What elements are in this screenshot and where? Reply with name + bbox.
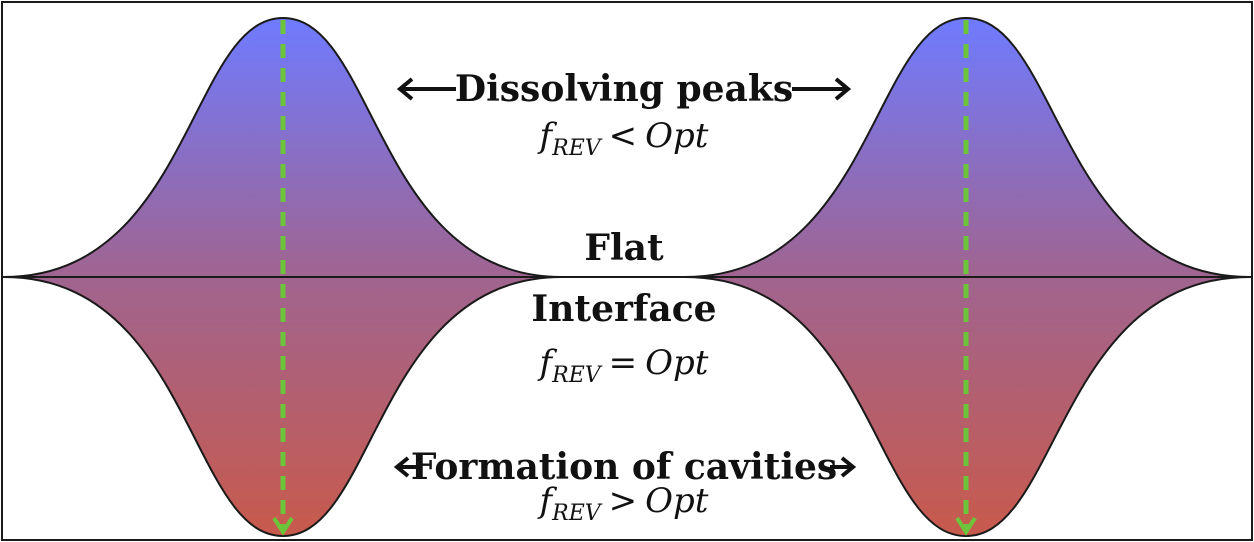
dissolving-peaks-label: Dissolving peaks <box>455 68 793 110</box>
interface-label: Interface <box>531 288 716 330</box>
right-peak-outline <box>684 16 1251 278</box>
left-cavity-outline <box>3 276 563 538</box>
right-axis-arrowhead <box>955 516 977 536</box>
dissolving-right-arrow <box>792 77 852 101</box>
cavities-right-arrow <box>830 456 857 478</box>
formation-of-cavities-label: Formation of cavities <box>411 446 837 488</box>
left-axis-arrowhead <box>272 516 294 536</box>
equation-top: fREV<Opt <box>537 116 709 161</box>
dissolving-left-arrow <box>396 77 456 101</box>
flat-label: Flat <box>584 227 664 269</box>
left-peak-outline <box>3 16 563 278</box>
right-cavity-outline <box>684 276 1251 538</box>
cavities-left-arrow <box>393 456 418 478</box>
equation-middle: fREV=Opt <box>537 343 709 388</box>
